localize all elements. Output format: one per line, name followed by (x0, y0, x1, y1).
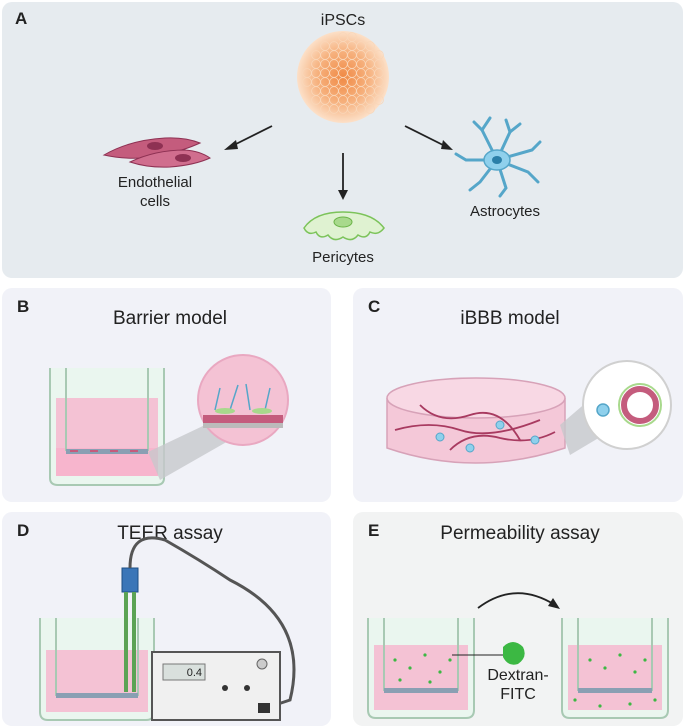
pericytes-label: Pericytes (312, 249, 374, 266)
dextran-fitc-label: Dextran- FITC (478, 666, 558, 704)
panel-e-title: Permeability assay (440, 523, 600, 544)
dextran-label-line1: Dextran- (487, 667, 549, 684)
endothelial-label: Endothelial cells (100, 173, 210, 211)
panel-d-letter: D (17, 521, 30, 540)
dextran-label-line2: FITC (500, 686, 536, 703)
panel-c-title: iBBB model (460, 308, 560, 329)
panel-a-letter: A (15, 9, 28, 28)
panel-b-letter: B (17, 297, 30, 316)
panel-c-letter: C (368, 297, 381, 316)
endothelial-label-line1: Endothelial (117, 174, 193, 191)
panel-e-letter: E (368, 521, 380, 540)
meter-reading: 0.4 (186, 667, 202, 679)
ipsc-label: iPSCs (320, 12, 366, 29)
endothelial-label-line2: cells (139, 193, 170, 210)
astrocytes-label: Astrocytes (469, 203, 541, 220)
panel-b-title: Barrier model (112, 308, 228, 329)
